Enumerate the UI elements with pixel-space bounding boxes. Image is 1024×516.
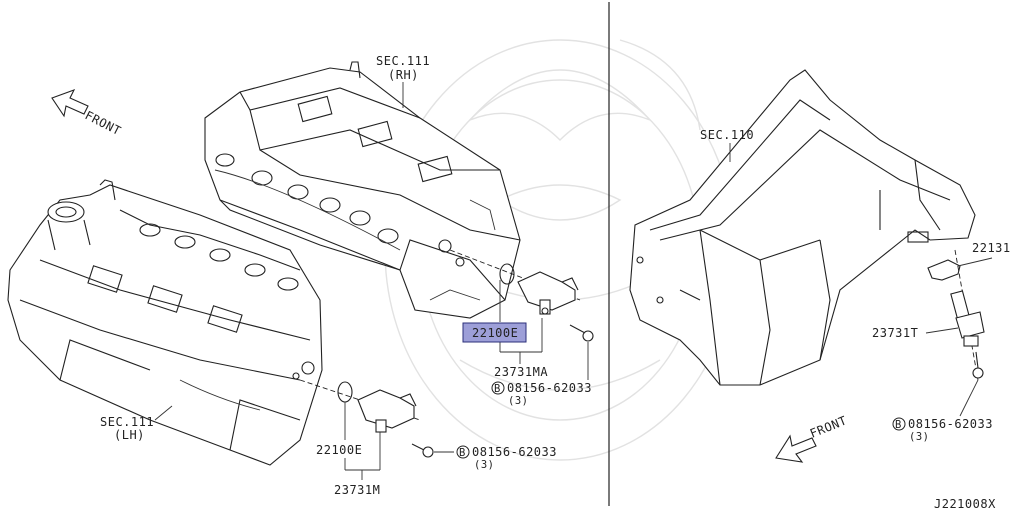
leader-sec111-lh xyxy=(154,405,173,421)
cylinder-head-rh xyxy=(204,61,521,319)
bolt-symbol-right-icon: B xyxy=(892,417,906,431)
leader-bolt-right xyxy=(959,379,979,417)
leader-22131 xyxy=(957,257,993,267)
front-arrow-left-icon xyxy=(51,89,89,118)
cam-sensor-upper xyxy=(517,271,579,315)
bolt-symbol-lower-icon: B xyxy=(456,445,470,459)
o-ring-upper xyxy=(499,263,515,285)
svg-text:B: B xyxy=(895,419,902,431)
o-ring-lower xyxy=(337,381,353,403)
sec111-rh-line1: SEC.111 xyxy=(376,54,430,68)
sec111-lh-line2: (LH) xyxy=(114,428,145,442)
svg-text:B: B xyxy=(459,447,466,459)
bolt-symbol-upper-icon: B xyxy=(491,381,505,395)
leader-23731t xyxy=(925,327,959,334)
front-label-left: FRONT xyxy=(83,108,124,138)
svg-text:B: B xyxy=(494,383,501,395)
bolt-code-lower: 08156-62033 xyxy=(472,445,557,459)
highlight-22100e-box[interactable] xyxy=(462,322,527,343)
part-23731t: 23731T xyxy=(872,326,918,340)
cam-sensor-lower xyxy=(357,389,417,433)
part-22131: 22131 xyxy=(972,241,1011,255)
bolt-qty-lower: (3) xyxy=(474,459,494,471)
sec111-lh-line1: SEC.111 xyxy=(100,415,154,429)
part-23731m: 23731M xyxy=(334,483,380,497)
part-23731ma: 23731MA xyxy=(494,365,548,379)
oil-pan xyxy=(629,69,976,386)
cylinder-head-lh xyxy=(7,179,323,466)
bolt-code-upper: 08156-62033 xyxy=(507,381,592,395)
bolt-right xyxy=(972,351,984,379)
part-22100e-lower: 22100E xyxy=(316,443,362,457)
front-arrow-right-icon xyxy=(775,434,817,463)
crank-sensor-23731t xyxy=(950,290,985,347)
bolt-qty-right: (3) xyxy=(909,431,929,443)
sec111-rh-line2: (RH) xyxy=(388,68,419,82)
diagram-id: J221008X xyxy=(934,497,996,511)
bolt-lower xyxy=(411,443,434,458)
bolt-qty-upper: (3) xyxy=(508,395,528,407)
bolt-code-right: 08156-62033 xyxy=(908,417,993,431)
bolt-upper xyxy=(569,324,594,342)
sensor-bracket-22131 xyxy=(927,259,961,281)
part-22100e-highlighted[interactable]: 22100E xyxy=(472,326,518,340)
sec110-label: SEC.110 xyxy=(700,128,754,142)
front-label-right: FRONT xyxy=(808,413,849,440)
